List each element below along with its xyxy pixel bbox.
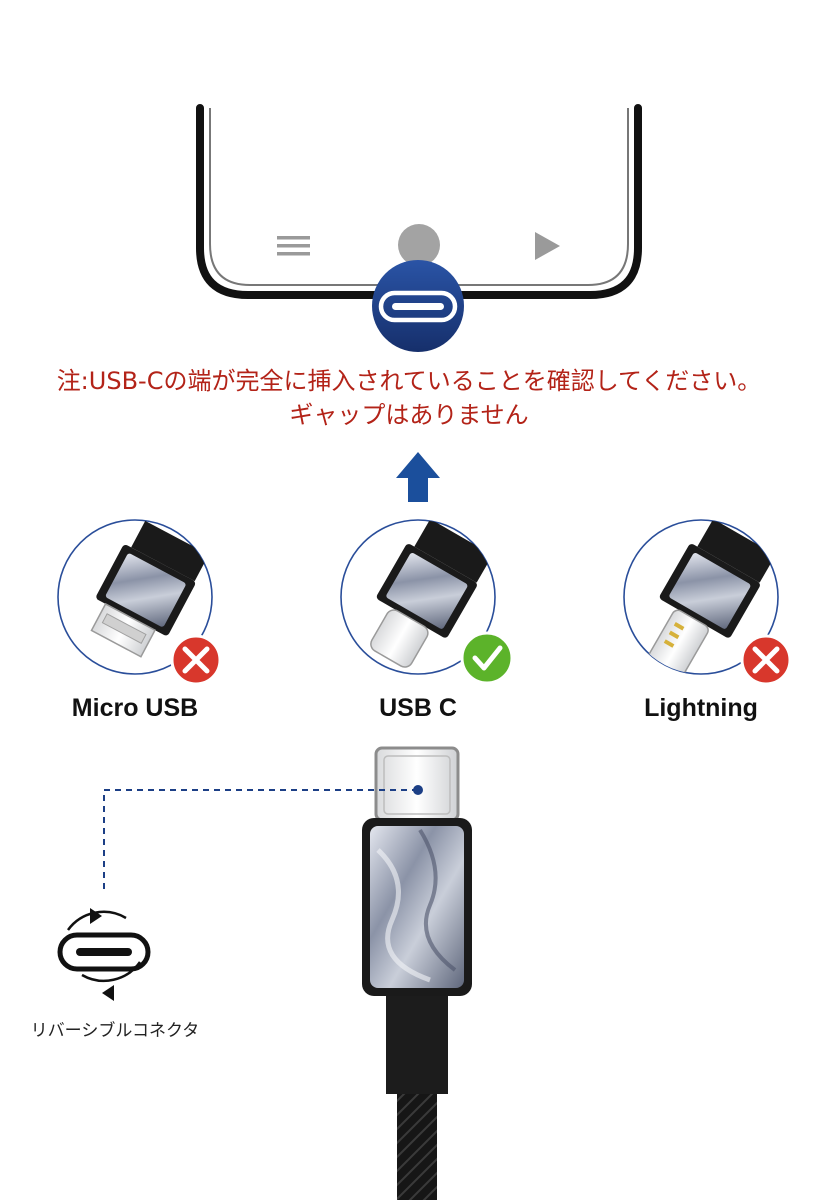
pointer-dot [413,785,423,795]
insertion-notice: 注:USB-Cの端が完全に挿入されていることを確認してください。 ギャップはあり… [0,364,818,432]
lightning-illustration [623,519,792,686]
usb-c-illustration [340,519,514,685]
notice-line-2: ギャップはありません [289,401,529,429]
usb-c-port-icon [372,260,464,352]
cross-icon [170,634,222,686]
home-icon [398,224,440,266]
menu-icon [277,236,310,256]
connector-label-usb-c: USB C [379,694,457,722]
usb-c-cable [362,746,472,1200]
cross-icon [740,634,792,686]
back-play-icon [535,232,560,260]
micro-usb-illustration [57,519,222,686]
notice-line-1: 注:USB-Cの端が完全に挿入されていることを確認してください。 [56,367,762,395]
check-icon [460,631,514,685]
connector-label-micro-usb: Micro USB [71,694,199,722]
reversible-connector-label: リバーシブルコネクタ [30,1021,200,1041]
arrow-up-icon [396,452,440,502]
connector-label-lightning: Lightning [644,694,758,722]
pointer-line [103,789,418,890]
rotate-arrows-icon [57,908,151,1001]
